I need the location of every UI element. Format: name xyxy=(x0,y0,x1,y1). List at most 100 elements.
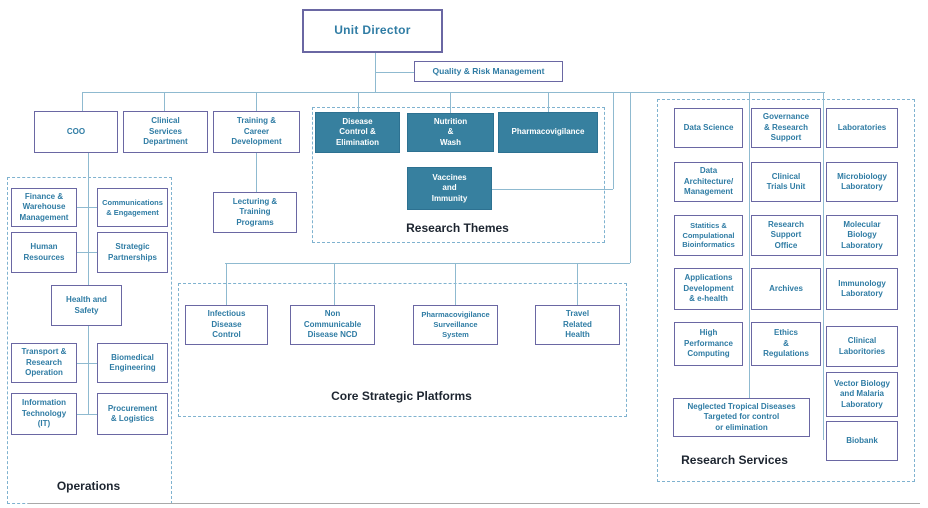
connector-line xyxy=(577,263,578,305)
node-label: Clinical Trials Unit xyxy=(766,171,806,191)
node-molecular-biology-laboratory: Molecular Biology Laboratory xyxy=(826,215,898,256)
node-pharmacovigilance: Pharmacovigilance xyxy=(498,112,598,153)
node-unit-director: Unit Director xyxy=(302,9,443,53)
node-label: Non Communicable Disease NCD xyxy=(303,309,362,340)
node-clinical-trials-unit: Clinical Trials Unit xyxy=(751,162,821,202)
connector-line xyxy=(164,92,165,111)
node-transport-research-operation: Transport & Research Operation xyxy=(11,343,77,383)
node-lecturing-training-programs: Lecturing & Training Programs xyxy=(213,192,297,233)
node-label: Pharmacovigilance xyxy=(511,127,585,137)
connector-line xyxy=(226,263,227,305)
node-label: Strategic Partnerships xyxy=(108,242,157,262)
node-label: Molecular Biology Laboratory xyxy=(841,219,883,250)
node-travel-related-health: Travel Related Health xyxy=(535,305,620,345)
node-information-technology: Information Technology (IT) xyxy=(11,393,77,435)
connector-line xyxy=(82,92,825,93)
node-vector-biology-malaria-laboratory: Vector Biology and Malaria Laboratory xyxy=(826,372,898,417)
node-label: Ethics & Regulations xyxy=(763,328,809,359)
node-applications-development-ehealth: Applications Development & e-health xyxy=(674,268,743,310)
node-label: Training & Career Development xyxy=(231,116,282,147)
core-strategic-platforms-panel xyxy=(178,283,627,417)
research-themes-panel xyxy=(312,107,605,243)
node-label: COO xyxy=(66,126,86,136)
connector-line xyxy=(77,252,97,253)
node-label: Pharmacovigilance Surveillance System xyxy=(421,310,490,339)
connector-line xyxy=(88,153,89,415)
node-data-science: Data Science xyxy=(674,108,743,148)
node-label: Lecturing & Training Programs xyxy=(232,196,278,227)
connector-line xyxy=(225,263,630,264)
core-strategic-platforms-label: Core Strategic Platforms xyxy=(331,389,472,403)
node-research-support-office: Research Support Office xyxy=(751,215,821,256)
connector-line xyxy=(548,92,549,112)
node-infectious-disease-control: Infectious Disease Control xyxy=(185,305,268,345)
node-label: Quality & Risk Management xyxy=(432,65,545,76)
connector-line xyxy=(823,92,824,440)
node-strategic-partnerships: Strategic Partnerships xyxy=(97,232,168,273)
node-pharmacovigilance-surveillance-system: Pharmacovigilance Surveillance System xyxy=(413,305,498,345)
node-ethics-regulations: Ethics & Regulations xyxy=(751,322,821,366)
node-health-and-safety: Health and Safety xyxy=(51,285,122,326)
node-immunology-laboratory: Immunology Laboratory xyxy=(826,268,898,310)
node-data-architecture-management: Data Architecture/ Management xyxy=(674,162,743,202)
node-label: Data Architecture/ Management xyxy=(683,166,734,197)
node-non-communicable-disease: Non Communicable Disease NCD xyxy=(290,305,375,345)
node-label: High Performance Computing xyxy=(684,328,733,359)
node-procurement-logistics: Procurement & Logistics xyxy=(97,393,168,435)
connector-line xyxy=(77,363,97,364)
connector-line xyxy=(450,92,451,113)
node-label: Procurement & Logistics xyxy=(107,403,158,423)
connector-line xyxy=(375,72,414,73)
node-label: Statitics & Compulational Bioinformatics xyxy=(682,220,735,250)
connector-line xyxy=(256,153,257,192)
node-label: Data Science xyxy=(683,122,734,132)
node-high-performance-computing: High Performance Computing xyxy=(674,322,743,366)
node-finance-warehouse-management: Finance & Warehouse Management xyxy=(11,188,77,227)
node-nutrition-wash: Nutrition & Wash xyxy=(407,113,494,152)
connector-line xyxy=(613,92,614,189)
research-services-panel xyxy=(657,99,915,482)
node-label: Transport & Research Operation xyxy=(21,347,67,378)
node-microbiology-laboratory: Microbiology Laboratory xyxy=(826,162,898,202)
connector-line xyxy=(256,92,257,111)
node-neglected-tropical-diseases: Neglected Tropical Diseases Targeted for… xyxy=(673,398,810,437)
node-statistics-computational-bioinformatics: Statitics & Compulational Bioinformatics xyxy=(674,215,743,256)
node-label: Applications Development & e-health xyxy=(683,273,734,304)
node-label: Nutrition & Wash xyxy=(433,116,468,147)
connector-line xyxy=(749,92,750,398)
node-biomedical-engineering: Biomedical Engineering xyxy=(97,343,168,383)
connector-line xyxy=(77,207,97,208)
connector-line xyxy=(630,92,631,263)
node-label: Archives xyxy=(769,283,803,293)
node-label: Biobank xyxy=(846,435,878,445)
node-label: Infectious Disease Control xyxy=(207,309,246,340)
node-training-career-development: Training & Career Development xyxy=(213,111,300,153)
node-disease-control-elimination: Disease Control & Elimination xyxy=(315,112,400,153)
node-label: Communications & Engagement xyxy=(102,197,163,217)
node-vaccines-immunity: Vaccines and Immunity xyxy=(407,167,492,210)
node-label: Governance & Research Support xyxy=(762,112,810,143)
connector-line xyxy=(358,92,359,112)
node-laboratories: Laboratories xyxy=(826,108,898,148)
connector-line xyxy=(82,92,83,111)
node-label: Travel Related Health xyxy=(563,309,592,340)
node-label: Biomedical Engineering xyxy=(109,352,156,372)
node-biobank: Biobank xyxy=(826,421,898,461)
node-label: Laboratories xyxy=(837,122,887,132)
node-coo: COO xyxy=(34,111,118,153)
connector-line xyxy=(455,263,456,305)
node-label: Clinical Services Department xyxy=(143,116,188,147)
node-label: Immunology Laboratory xyxy=(838,278,886,298)
node-archives: Archives xyxy=(751,268,821,310)
node-label: Human Resources xyxy=(23,242,65,262)
bottom-divider xyxy=(28,503,920,504)
operations-label: Operations xyxy=(56,479,121,493)
node-governance-research-support: Governance & Research Support xyxy=(751,108,821,148)
node-clinical-laboratories: Clinical Laboritories xyxy=(826,326,898,367)
node-clinical-services-department: Clinical Services Department xyxy=(123,111,208,153)
node-label: Finance & Warehouse Management xyxy=(19,191,69,222)
node-communications-engagement: Communications & Engagement xyxy=(97,188,168,227)
node-label: Microbiology Laboratory xyxy=(837,171,887,191)
node-quality-risk-management: Quality & Risk Management xyxy=(414,61,563,82)
